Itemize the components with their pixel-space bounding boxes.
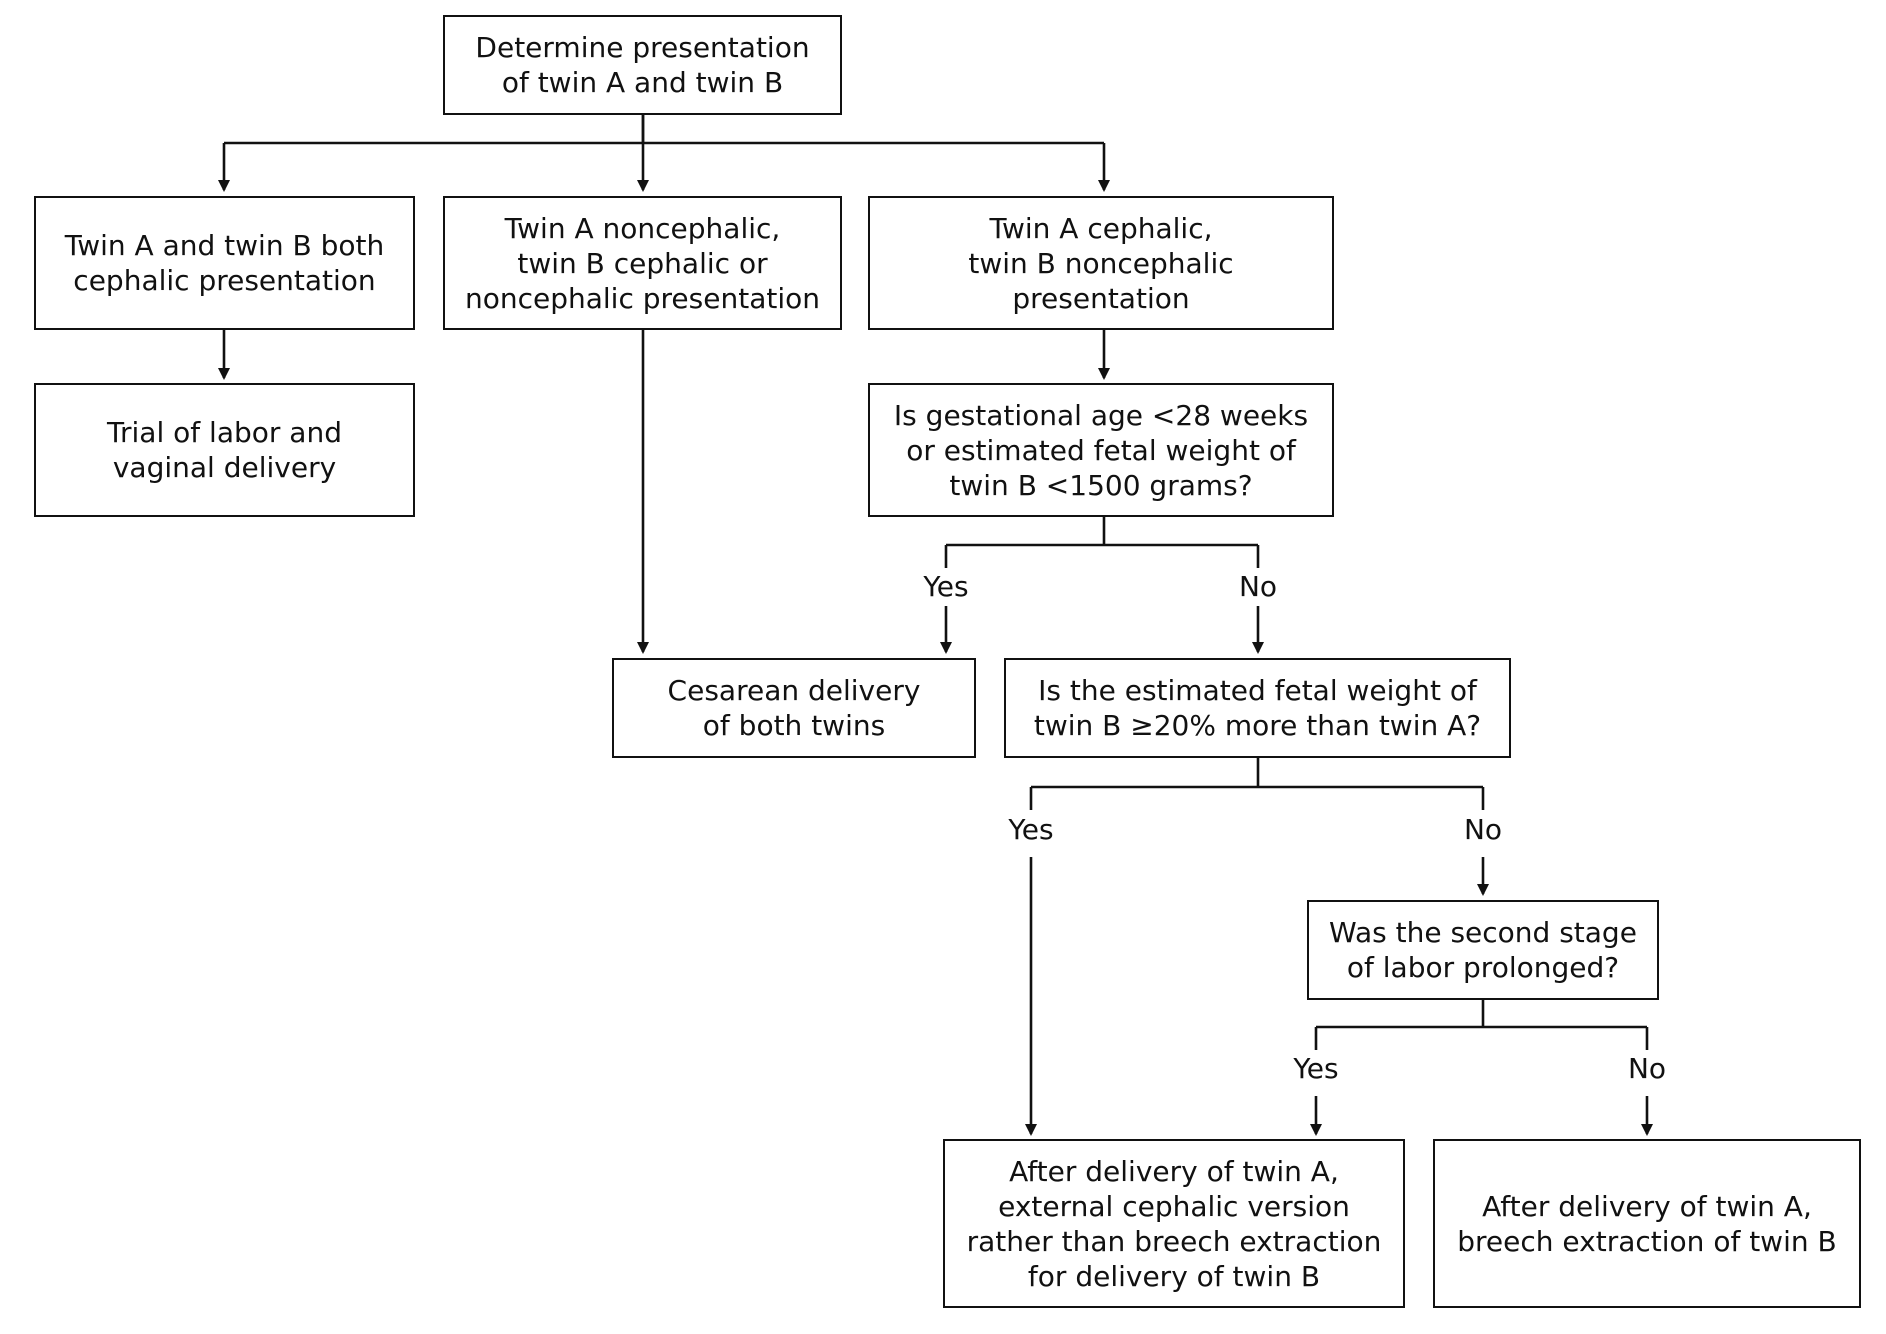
- label-weight-no: No: [1423, 813, 1543, 847]
- label-gestational-yes: Yes: [886, 570, 1006, 604]
- node-start: Determine presentation of twin A and twi…: [443, 15, 842, 115]
- node-a-ceph-b-nonceph: Twin A cephalic, twin B noncephalic pres…: [868, 196, 1334, 330]
- node-cesarean: Cesarean delivery of both twins: [612, 658, 976, 758]
- node-second-stage-question: Was the second stage of labor prolonged?: [1307, 900, 1659, 1000]
- node-breech: After delivery of twin A, breech extract…: [1433, 1139, 1861, 1308]
- node-weight-question: Is the estimated fetal weight of twin B …: [1004, 658, 1511, 758]
- node-gestational-question: Is gestational age <28 weeks or estimate…: [868, 383, 1334, 517]
- node-weight-question-text: Is the estimated fetal weight of twin B …: [1033, 674, 1482, 742]
- node-second-stage-question-text: Was the second stage of labor prolonged?: [1329, 916, 1637, 984]
- label-gestational-no: No: [1198, 570, 1318, 604]
- node-start-text: Determine presentation of twin A and twi…: [475, 31, 810, 99]
- node-a-noncephalic: Twin A noncephalic, twin B cephalic or n…: [443, 196, 842, 330]
- node-a-ceph-b-nonceph-text: Twin A cephalic, twin B noncephalic pres…: [968, 211, 1234, 315]
- node-breech-text: After delivery of twin A, breech extract…: [1457, 1189, 1837, 1258]
- node-trial-of-labor: Trial of labor and vaginal delivery: [34, 383, 415, 517]
- node-both-cephalic: Twin A and twin B both cephalic presenta…: [34, 196, 415, 330]
- label-stage-yes: Yes: [1256, 1052, 1376, 1086]
- node-cesarean-text: Cesarean delivery of both twins: [667, 674, 921, 742]
- node-both-cephalic-text: Twin A and twin B both cephalic presenta…: [64, 229, 385, 297]
- node-ecv-text: After delivery of twin A, external cepha…: [966, 1154, 1382, 1293]
- node-a-noncephalic-text: Twin A noncephalic, twin B cephalic or n…: [464, 211, 820, 315]
- node-trial-of-labor-text: Trial of labor and vaginal delivery: [107, 416, 342, 484]
- label-stage-no: No: [1587, 1052, 1707, 1086]
- node-gestational-question-text: Is gestational age <28 weeks or estimate…: [893, 398, 1309, 502]
- label-weight-yes: Yes: [971, 813, 1091, 847]
- node-ecv: After delivery of twin A, external cepha…: [943, 1139, 1405, 1308]
